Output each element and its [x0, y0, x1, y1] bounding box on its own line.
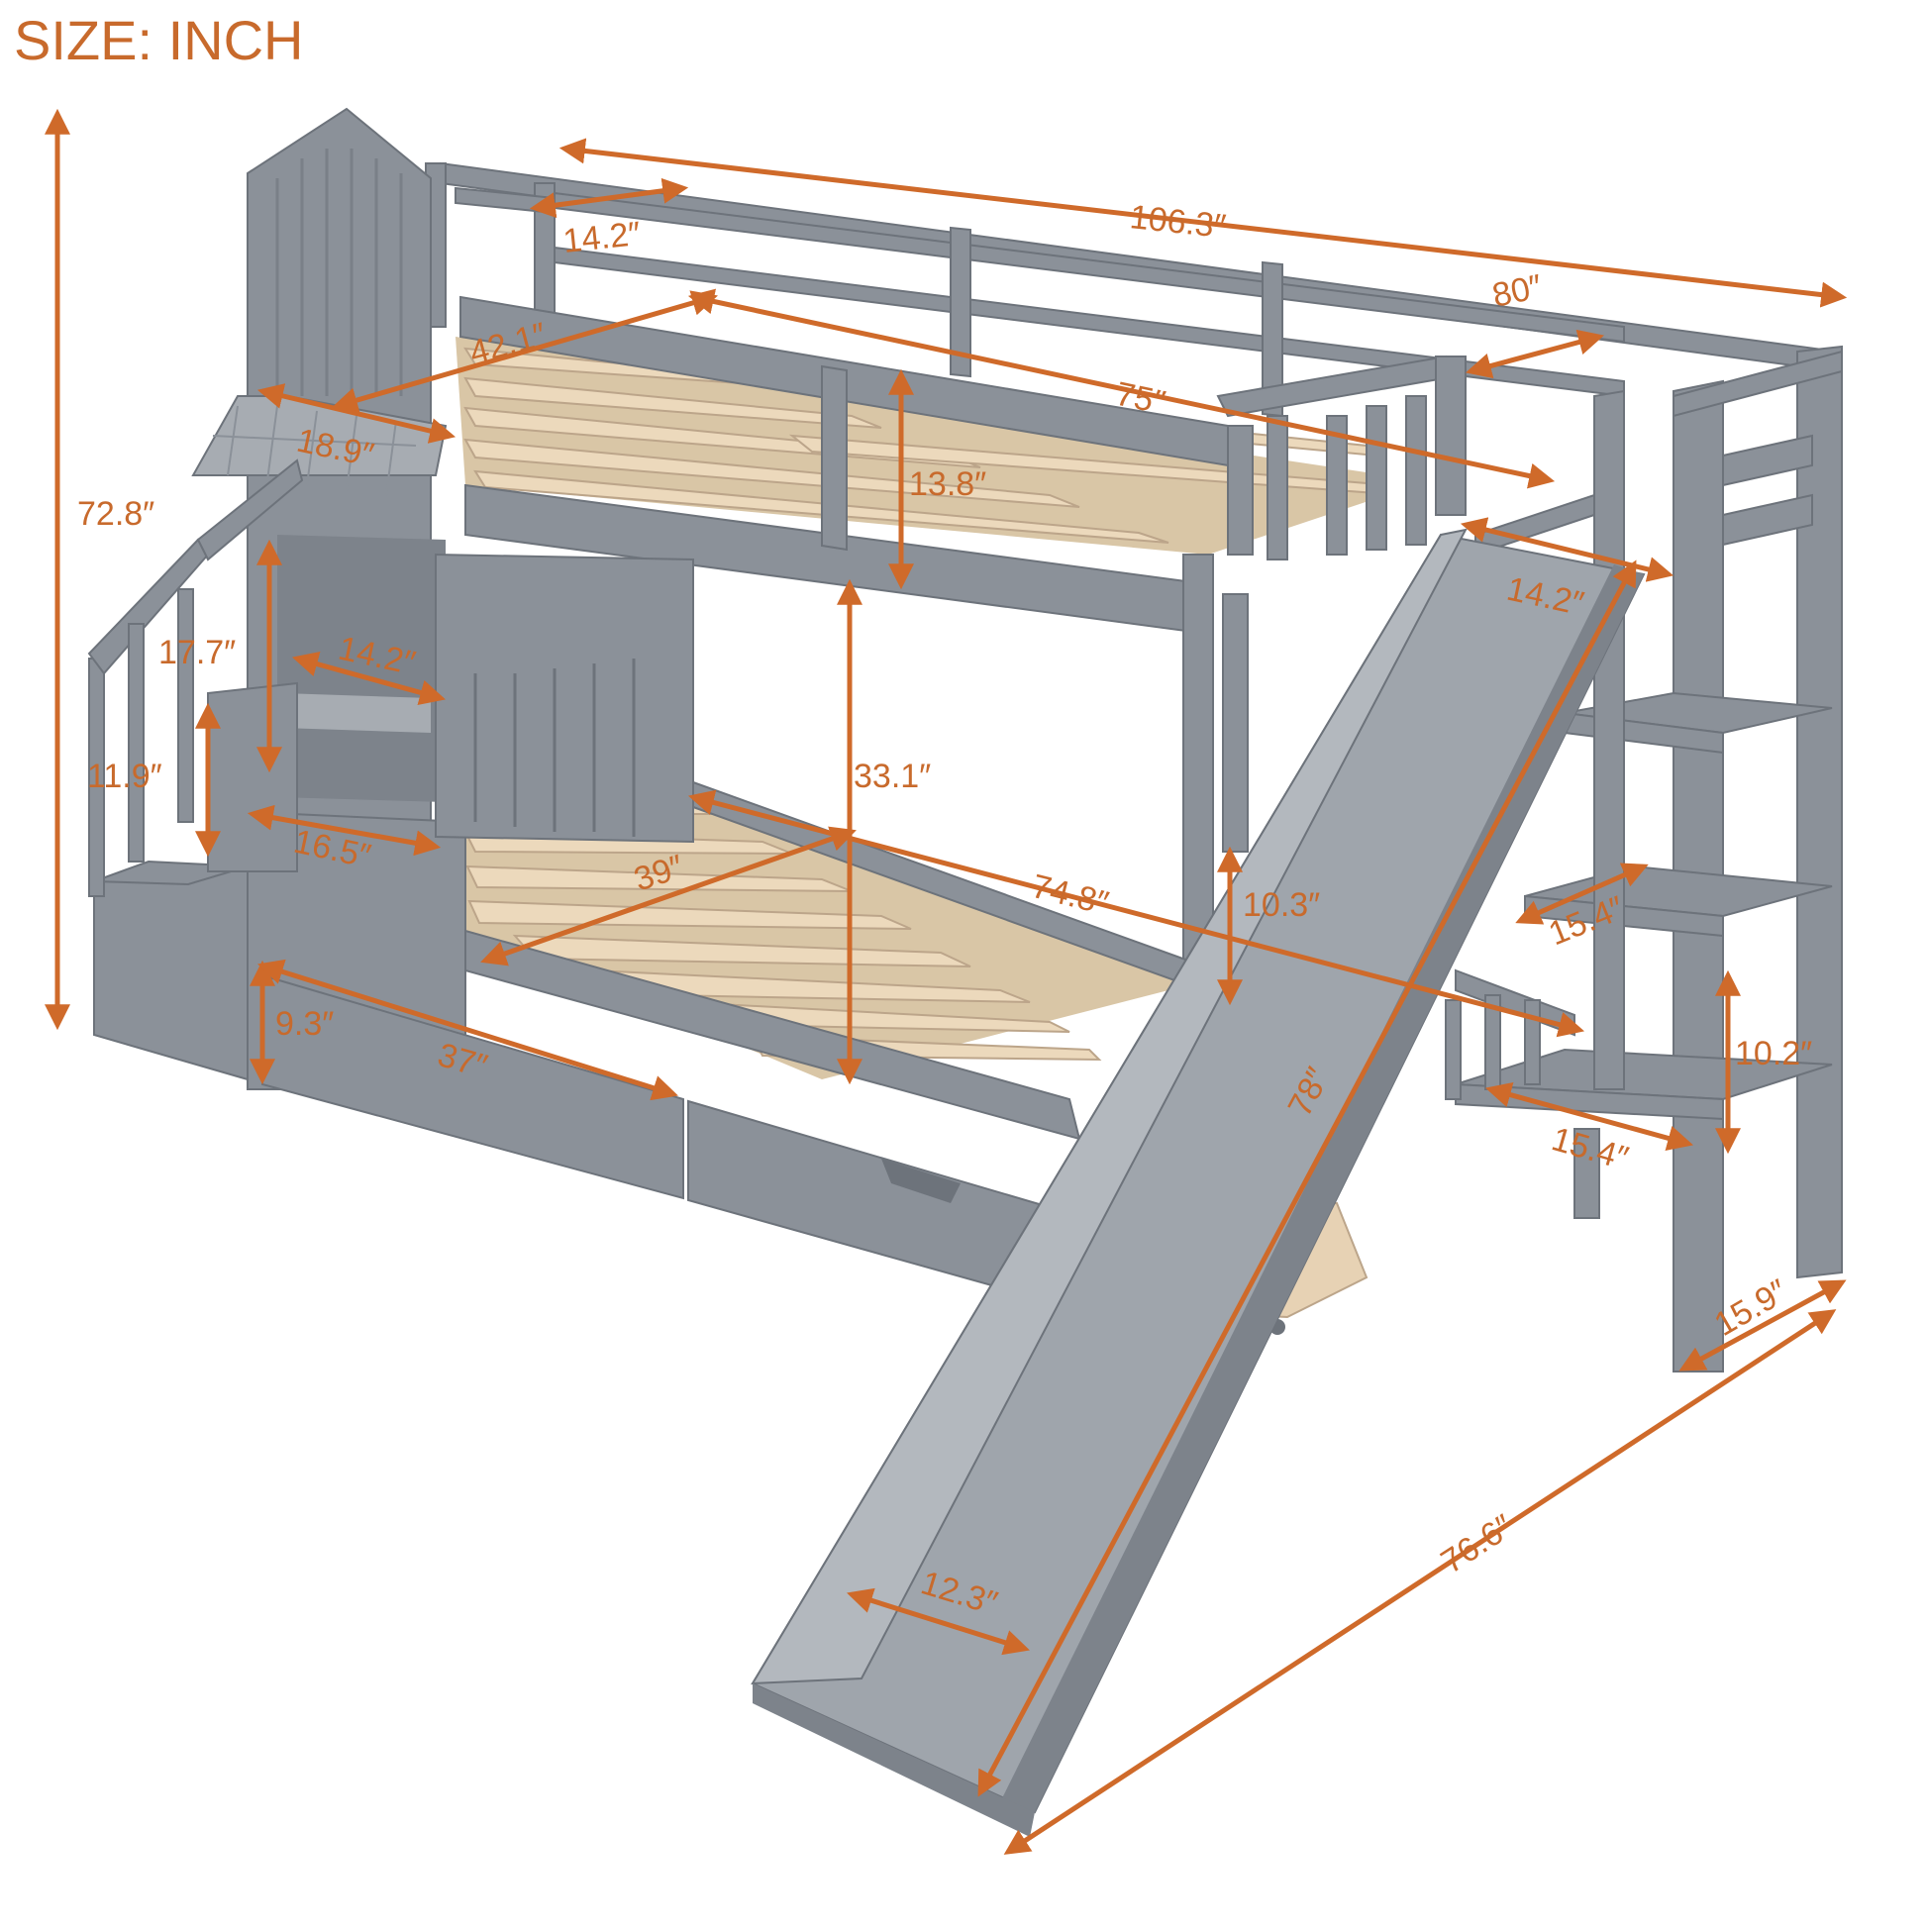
dim-line-18-9: [256, 383, 456, 444]
label-11-9: 11.9″: [87, 758, 162, 795]
dim-line-12-3: [847, 1587, 1030, 1656]
label-10-3: 10.3″: [1243, 886, 1320, 924]
size-unit-label: SIZE: INCH: [14, 9, 303, 71]
label-72-8: 72.8″: [77, 495, 154, 533]
label-13-8: 13.8″: [909, 465, 986, 503]
label-9-3: 9.3″: [275, 1005, 334, 1043]
label-14-2-top: 14.2″: [561, 215, 643, 260]
label-76-6: 76.6″: [1435, 1507, 1520, 1580]
dim-line-14-2-window: [291, 651, 447, 706]
label-106-3: 106.3″: [1128, 198, 1228, 246]
dim-line-75: [687, 288, 1556, 489]
dim-line-76-6: [1003, 1309, 1837, 1855]
label-17-7: 17.7″: [158, 634, 236, 671]
label-80: 80″: [1489, 267, 1546, 315]
dimension-labels: SIZE: INCH 72.8″ 106.3″ 14.2″ 42.1″ 75″ …: [14, 9, 1812, 1623]
label-33-1: 33.1″: [854, 758, 931, 795]
right-shelf-ladder: [1455, 345, 1843, 1373]
label-10-2: 10.2″: [1735, 1035, 1812, 1072]
dim-line-15-4-lower: [1484, 1081, 1694, 1152]
dim-line-106-3: [558, 138, 1848, 308]
dim-line-37: [257, 959, 678, 1101]
dim-line-14-2-top: [529, 177, 689, 219]
dim-line-80: [1465, 329, 1605, 379]
dimension-lines: [45, 108, 1848, 1855]
dim-line-16-5: [247, 804, 442, 857]
